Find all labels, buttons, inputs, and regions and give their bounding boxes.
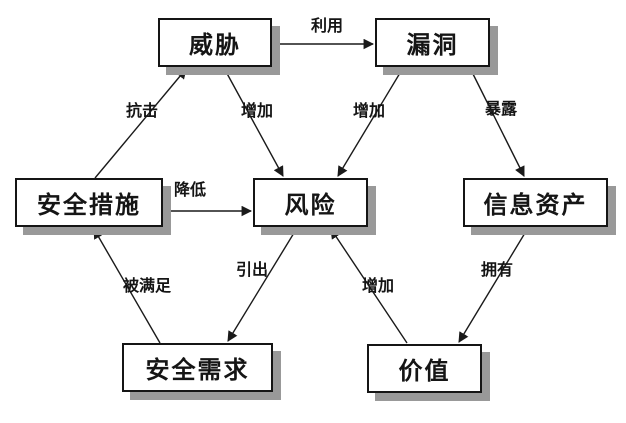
node-risk: 风险 [253, 178, 368, 227]
edge-lead-to-line [227, 227, 298, 342]
node-threat: 威胁 [158, 18, 272, 67]
edge-label-own: 拥有 [480, 262, 514, 279]
node-security-measures: 安全措施 [15, 178, 163, 227]
edge-label-increase-from-vulnerability: 增加 [352, 103, 386, 120]
node-value: 价值 [367, 344, 482, 393]
edge-increase-from-value-line [330, 228, 408, 344]
edge-increase-from-threat-line [223, 67, 284, 177]
edge-label-increase-from-threat: 增加 [240, 103, 274, 120]
edge-label-expose: 暴露 [484, 101, 518, 118]
edge-label-resist: 抗击 [125, 103, 159, 120]
edge-label-lead-to: 引出 [235, 262, 269, 279]
edge-increase-from-vulnerability-line [337, 67, 404, 177]
edge-expose-line [469, 67, 525, 177]
edge-resist-line [94, 68, 187, 179]
edge-own-line [458, 227, 529, 343]
node-security-requirements: 安全需求 [122, 343, 273, 392]
edge-label-satisfied-by: 被满足 [122, 278, 172, 295]
node-vulnerability: 漏洞 [375, 18, 490, 67]
node-information-assets: 信息资产 [463, 178, 608, 227]
edge-label-exploit: 利用 [310, 18, 344, 35]
edge-label-reduce: 降低 [173, 182, 207, 199]
edge-label-increase-from-value: 增加 [361, 278, 395, 295]
edge-satisfied-by-line [93, 228, 161, 344]
